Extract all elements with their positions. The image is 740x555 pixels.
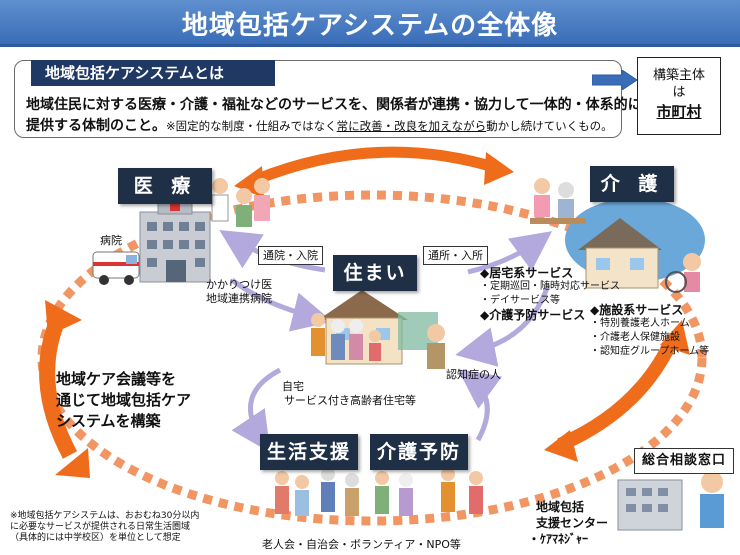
home-services-item: ・デイサービス等 [480,295,560,306]
care-label: 介 護 [590,166,674,202]
footnote-line: ※地域包括ケアシステムは、おおむね30分以内 [10,511,200,521]
left-orange-arrow-icon [39,300,90,478]
medical-label: 医 療 [118,168,212,204]
home-services-head: ◆居宅系サービス [480,266,574,280]
definition-text-line1: 地域住民に対する医療・介護・福祉などのサービスを、関係者が連携・協力して一体的・… [26,97,642,113]
definition-note-underline: 常に改善・改良を加えながら [336,119,487,133]
builder-line2: は [672,85,686,100]
organizations-text: 老人会・自治会・ボランティア・NPO等 [262,538,461,551]
definition-text-line2: 提供する体制のこと。※固定的な制度・仕組みではなく常に改善・改良を加えながら動か… [26,115,613,135]
definition-box: 地域包括ケアシステムとは 地域住民に対する医療・介護・福祉などのサービスを、関係… [14,60,642,138]
facility-services-item: ・認知症グループホーム等 [590,346,710,357]
builder-arrow-icon [592,70,638,90]
hospital-text: 病院 [100,234,122,247]
meeting-text-2: 通じて地域包括ケア [56,391,192,409]
community-people-illustration-icon [275,467,483,516]
builder-municipality: 市町村 [656,103,702,121]
home-services-item: ・定期巡回・随時対応サービス [480,281,620,292]
definition-label: 地域包括ケアシステムとは [31,60,275,86]
facility-services-item: ・介護老人保健施設 [590,332,680,343]
elderly-housing-text: サービス付き高齢者住宅等 [284,394,416,407]
builder-box: 構築主体 は 市町村 [637,57,721,135]
daycare-entry-tag: 通所・入所 [423,246,488,265]
family-doctor-text-1: かかりつけ医 [206,278,273,291]
definition-note-b: 動かし続けていくもの。 [486,119,613,133]
care-facility-icon [565,198,705,293]
care-manager-text: ・ｹｱﾏﾈｼﾞｬｰ [528,532,589,546]
family-doctor-text-2: 地域連携病院 [206,292,272,305]
center-text-1: 地域包括 [536,500,585,514]
area-circle [37,190,707,526]
builder-line1: 構築主体 [652,68,705,83]
consultation-building-icon [617,471,724,531]
title-banner: 地域包括ケアシステムの全体像 [0,0,740,47]
consult-label: 総合相談窓口 [634,448,734,474]
hospital-visit-tag: 通院・入院 [258,246,323,265]
right-orange-arrow-icon [544,320,690,462]
family-illustration-icon [311,313,445,369]
definition-main: 提供する体制のこと。 [26,118,166,134]
footnote-line: （具体的には中学校区）を単位として想定 [10,533,181,543]
facility-services-list: ◆施設系サービス ・特別養護老人ホーム ・介護老人保健施設 ・認知症グループホー… [590,303,709,359]
home-text: 自宅 [282,380,304,393]
ambulance-icon [92,251,140,285]
meeting-text-3: システムを構築 [56,412,161,430]
caregivers-illustration-icon [530,178,586,224]
prevention-label: 介護予防 [370,434,468,470]
facility-services-item: ・特別養護老人ホーム [590,318,690,329]
hospital-building-icon [139,197,211,283]
prevention-services-head: ◆介護予防サービス [480,308,586,322]
home-services-list: ◆居宅系サービス ・定期巡回・随時対応サービス ・デイサービス等 ◆介護予防サー… [480,266,620,322]
footnote: ※地域包括ケアシステムは、おおむね30分以内 に必要なサービスが提供される日常生… [10,511,199,544]
life-support-label: 生活支援 [260,434,358,470]
housing-label: 住まい [333,255,417,291]
meeting-text-1: 地域ケア会議等を [56,370,177,388]
footnote-line: に必要なサービスが提供される日常生活圏域 [10,522,191,532]
top-double-arrow-icon [234,146,514,198]
center-text-2: 支援センター [536,516,609,530]
facility-services-head: ◆施設系サービス [590,303,684,317]
doctors-illustration-icon [211,178,270,227]
dementia-text: 認知症の人 [446,368,501,381]
page-title: 地域包括ケアシステムの全体像 [181,11,559,41]
definition-note-a: ※固定的な制度・仕組みではなく [166,119,337,133]
